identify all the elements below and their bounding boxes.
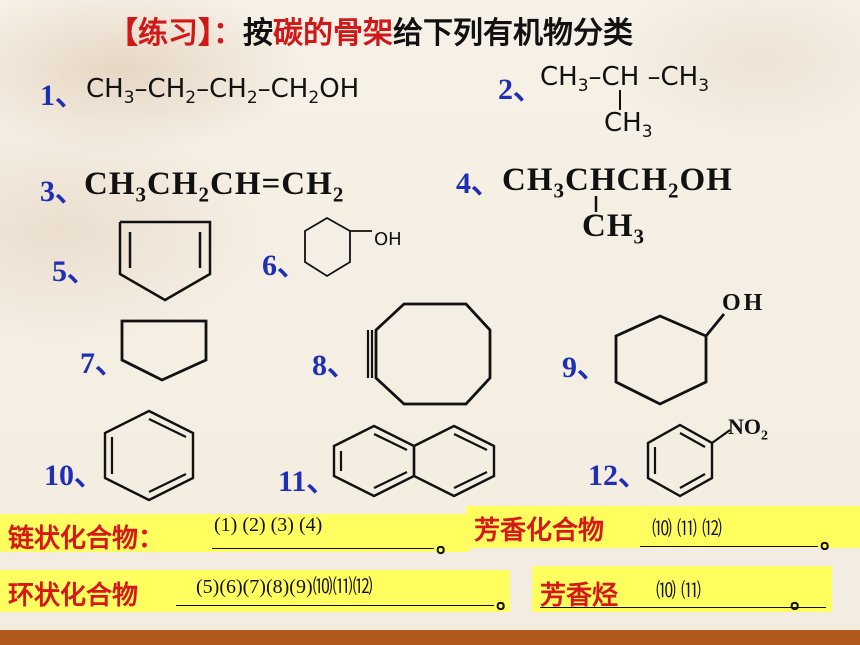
item-number-10: 10、 <box>44 459 104 492</box>
answer-underline-aromatic <box>640 546 818 547</box>
answer-box-chain <box>0 514 470 552</box>
oh-label-large: OH <box>722 290 766 316</box>
answer-end-chain: 。 <box>436 530 460 558</box>
answer-end-aromatic: 。 <box>820 526 844 554</box>
item-number-2: 2、 <box>498 73 543 106</box>
item-number-1: 1、 <box>40 79 85 112</box>
formula-4-isobutanol: CH3CHCH2OH <box>502 162 733 203</box>
item-number-9: 9、 <box>562 351 607 384</box>
answer-underline-arene <box>540 607 826 608</box>
answer-label-chain: 链状化合物： <box>8 524 165 554</box>
item-number-11: 11、 <box>278 465 337 498</box>
no2-label: NO2 <box>728 414 768 444</box>
item-number-3: 3、 <box>40 175 85 208</box>
answer-label-arene: 芳香烃 <box>540 581 619 611</box>
formula-4-branch: CH3 <box>582 208 645 249</box>
item-number-5: 5、 <box>52 255 97 288</box>
answer-value-cyclic: (5)(6)(7)(8)(9)⑽⑾⑿ <box>196 576 373 598</box>
formula-1-butanol: CH3–CH2–CH2–CH2OH <box>86 74 360 109</box>
item-number-7: 7、 <box>80 347 125 380</box>
answer-underline-cyclic <box>176 605 494 606</box>
formula-3-butene: CH3CH2CH=CH2 <box>84 166 345 207</box>
answer-box-arene <box>532 566 832 612</box>
answer-end-cyclic: 。 <box>496 586 520 614</box>
item-number-6: 6、 <box>262 249 307 282</box>
item-number-12: 12、 <box>588 459 648 492</box>
answer-value-arene: ⑽ ⑾ <box>656 580 701 602</box>
item-number-4: 4、 <box>456 167 501 200</box>
answer-value-chain: (1) (2) (3) (4) <box>214 514 323 536</box>
item-number-8: 8、 <box>312 349 357 382</box>
bottom-bar <box>0 630 860 645</box>
answer-value-aromatic: ⑽ ⑾ ⑿ <box>652 518 722 540</box>
answer-label-cyclic: 环状化合物 <box>8 581 139 611</box>
page-title: 【练习】：按碳的骨架给下列有机物分类 <box>108 16 633 51</box>
answer-label-aromatic: 芳香化合物 <box>474 516 605 546</box>
answer-end-arene: 。 <box>790 586 814 614</box>
answer-underline-chain <box>212 548 434 549</box>
formula-2-branch: CH3 <box>604 108 653 143</box>
answer-box-aromatic <box>466 506 860 548</box>
formula-2-isobutane: CH3–CH –CH3 <box>540 62 710 97</box>
oh-label-small: OH <box>374 229 402 250</box>
